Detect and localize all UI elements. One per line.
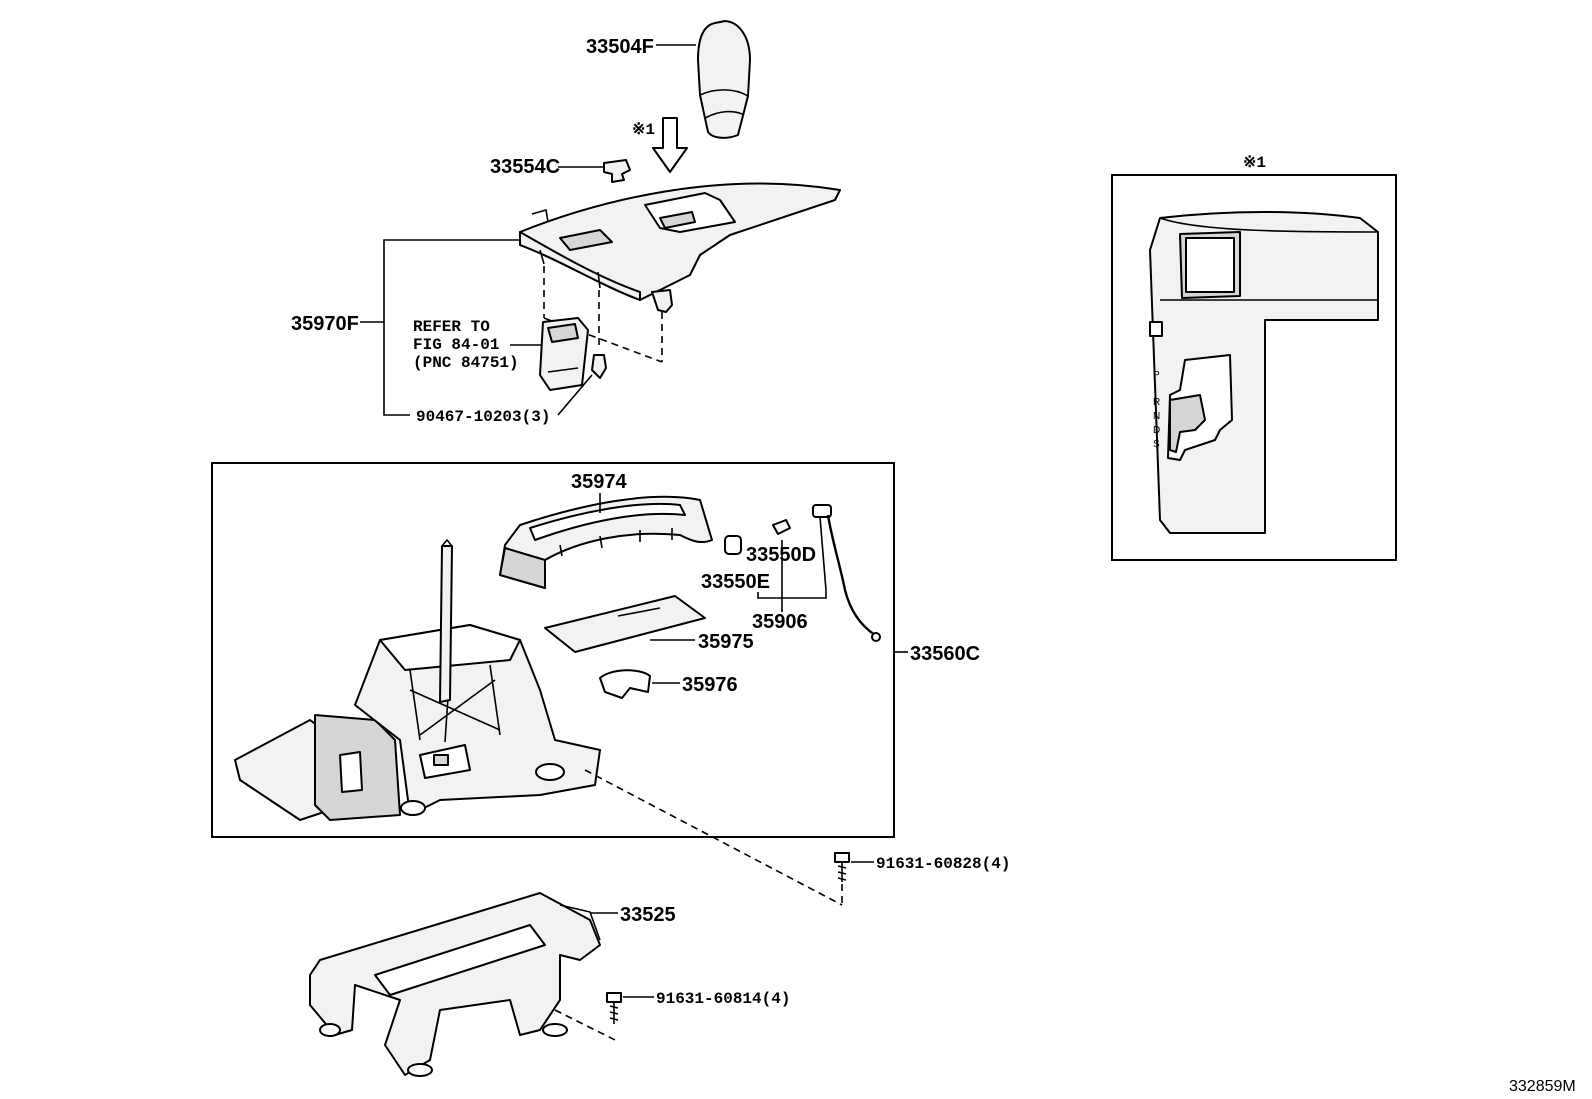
bulb-b bbox=[724, 535, 742, 555]
refer-line3: (PNC 84751) bbox=[413, 354, 519, 372]
label-shift-lever-assy: 33560C bbox=[910, 643, 980, 665]
console-panel bbox=[519, 182, 841, 313]
label-bulb-b: 33550E bbox=[701, 571, 770, 593]
label-slide-plate: 35975 bbox=[698, 631, 754, 653]
label-bracket: 33525 bbox=[620, 904, 676, 926]
label-housing-upper: 35974 bbox=[571, 471, 627, 493]
label-indicator-cap: 33554C bbox=[490, 156, 560, 178]
inset-gear-r: R bbox=[1153, 397, 1160, 408]
label-console-panel: 35970F bbox=[291, 313, 359, 335]
label-bolt-a: 91631-60828(4) bbox=[876, 855, 1010, 873]
view-arrow-icon bbox=[652, 117, 688, 173]
view-marker: ※1 bbox=[632, 121, 655, 139]
inset-gear-p: P bbox=[1153, 370, 1160, 381]
label-socket-wire: 35906 bbox=[752, 611, 808, 633]
inset-gear-n: N bbox=[1153, 411, 1160, 422]
bulb-a bbox=[772, 519, 791, 535]
assembly-box bbox=[211, 462, 895, 838]
inset-title: ※1 bbox=[1243, 154, 1266, 172]
switch-block bbox=[539, 317, 589, 391]
housing-upper bbox=[499, 495, 713, 589]
bolt-b bbox=[606, 992, 622, 1024]
bracket bbox=[309, 892, 601, 1077]
figure-id: 332859M bbox=[1509, 1078, 1576, 1095]
inset-gear-s: S bbox=[1153, 439, 1160, 450]
label-small-plate: 35976 bbox=[682, 674, 738, 696]
inset-gear-d: D bbox=[1153, 425, 1160, 436]
label-bulb-a: 33550D bbox=[746, 544, 816, 566]
indicator-cap bbox=[603, 159, 631, 183]
small-plate bbox=[599, 669, 651, 699]
refer-line1: REFER TO bbox=[413, 318, 490, 336]
clip bbox=[591, 354, 607, 379]
label-shift-knob: 33504F bbox=[586, 36, 654, 58]
label-bolt-b: 91631-60814(4) bbox=[656, 990, 790, 1008]
shift-lever-assembly bbox=[234, 538, 601, 821]
refer-line2: FIG 84-01 bbox=[413, 336, 499, 354]
slide-plate bbox=[544, 595, 706, 653]
inset-box bbox=[1111, 174, 1397, 561]
bolt-a bbox=[834, 852, 850, 882]
inset-panel bbox=[1149, 211, 1379, 534]
label-clip: 90467-10203(3) bbox=[416, 408, 550, 426]
shift-knob bbox=[697, 20, 751, 139]
socket-wire bbox=[812, 504, 881, 642]
